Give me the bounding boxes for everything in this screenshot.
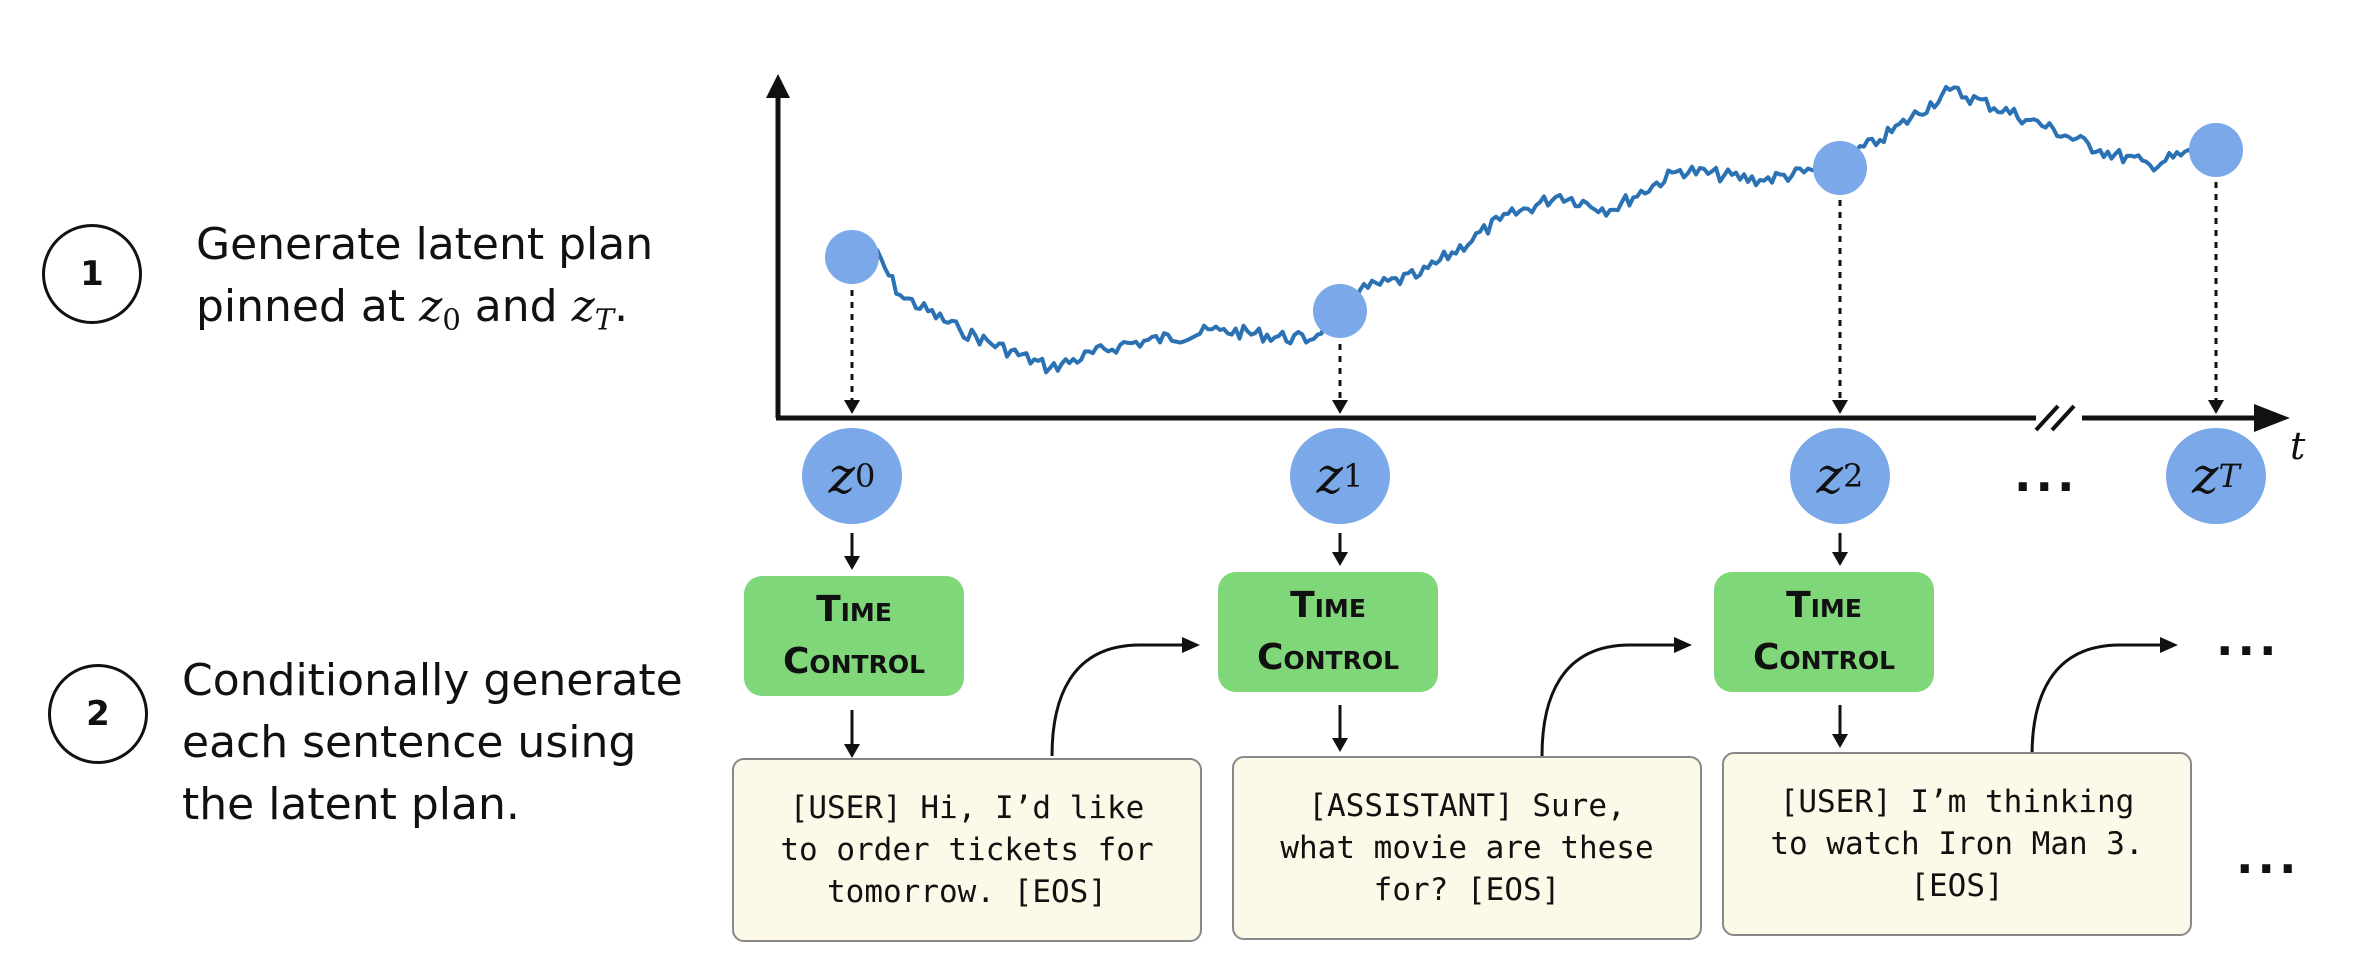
axis-t-label: t <box>2290 424 2306 468</box>
step-1-number: 1 <box>80 254 104 294</box>
arrow-node-0-to-tc <box>844 556 860 570</box>
step-1-badge: 1 <box>42 224 142 324</box>
sentence-box-1: [ASSISTANT] Sure, what movie are these f… <box>1232 756 1702 940</box>
axis-break-mark <box>2050 404 2076 432</box>
step-1-line-1: Generate latent plan <box>196 219 654 270</box>
curve-arrow-2 <box>2030 643 2162 757</box>
ellipsis-time-control: ... <box>2216 612 2281 666</box>
arrow-node-1-to-tc <box>1332 552 1348 566</box>
sentence-box-0: [USER] Hi, I’d like to order tickets for… <box>732 758 1202 942</box>
curve-arrow-1 <box>1540 643 1677 757</box>
arrow-tc-2-to-sentence <box>1832 734 1848 748</box>
arrow-node-2-to-tc <box>1832 552 1848 566</box>
y-axis-arrowhead <box>766 74 790 98</box>
ellipsis-sentences: ... <box>2236 830 2301 884</box>
step-1-line-2: pinned at z0 and zT. <box>196 281 629 337</box>
step-2-line-3: the latent plan. <box>182 779 520 830</box>
latent-point-T <box>2189 123 2243 177</box>
arrow-tc-1-to-sentence <box>1332 738 1348 752</box>
step-2-badge: 2 <box>48 664 148 764</box>
ellipsis-nodes: ... <box>2014 448 2079 502</box>
latent-point-0 <box>825 230 879 284</box>
latent-point-2 <box>1813 141 1867 195</box>
axis-break-mark <box>2034 404 2060 432</box>
step-2-line-1: Conditionally generate <box>182 655 683 706</box>
curve-arrow-0 <box>1050 643 1185 757</box>
latent-trajectory <box>864 85 2201 375</box>
step-2-line-2: each sentence using <box>182 717 637 768</box>
step-2-text: Conditionally generate each sentence usi… <box>182 650 683 836</box>
arrow-tc-0-to-sentence <box>844 744 860 758</box>
sentence-box-2: [USER] I’m thinking to watch Iron Man 3.… <box>1722 752 2192 936</box>
x-axis-arrowhead <box>2254 404 2290 432</box>
latent-point-1 <box>1313 284 1367 338</box>
step-1-text: Generate latent plan pinned at z0 and zT… <box>196 214 653 351</box>
step-2-number: 2 <box>86 694 110 734</box>
